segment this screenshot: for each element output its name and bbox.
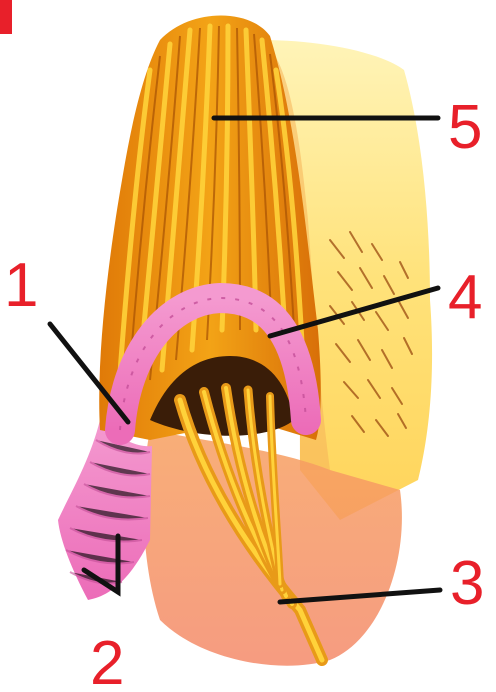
label-2: 2 [90, 629, 124, 692]
label-4: 4 [448, 263, 482, 332]
label-1: 1 [4, 251, 38, 320]
label-5: 5 [448, 93, 482, 162]
corner-marker [0, 0, 12, 34]
label-3: 3 [450, 549, 484, 618]
